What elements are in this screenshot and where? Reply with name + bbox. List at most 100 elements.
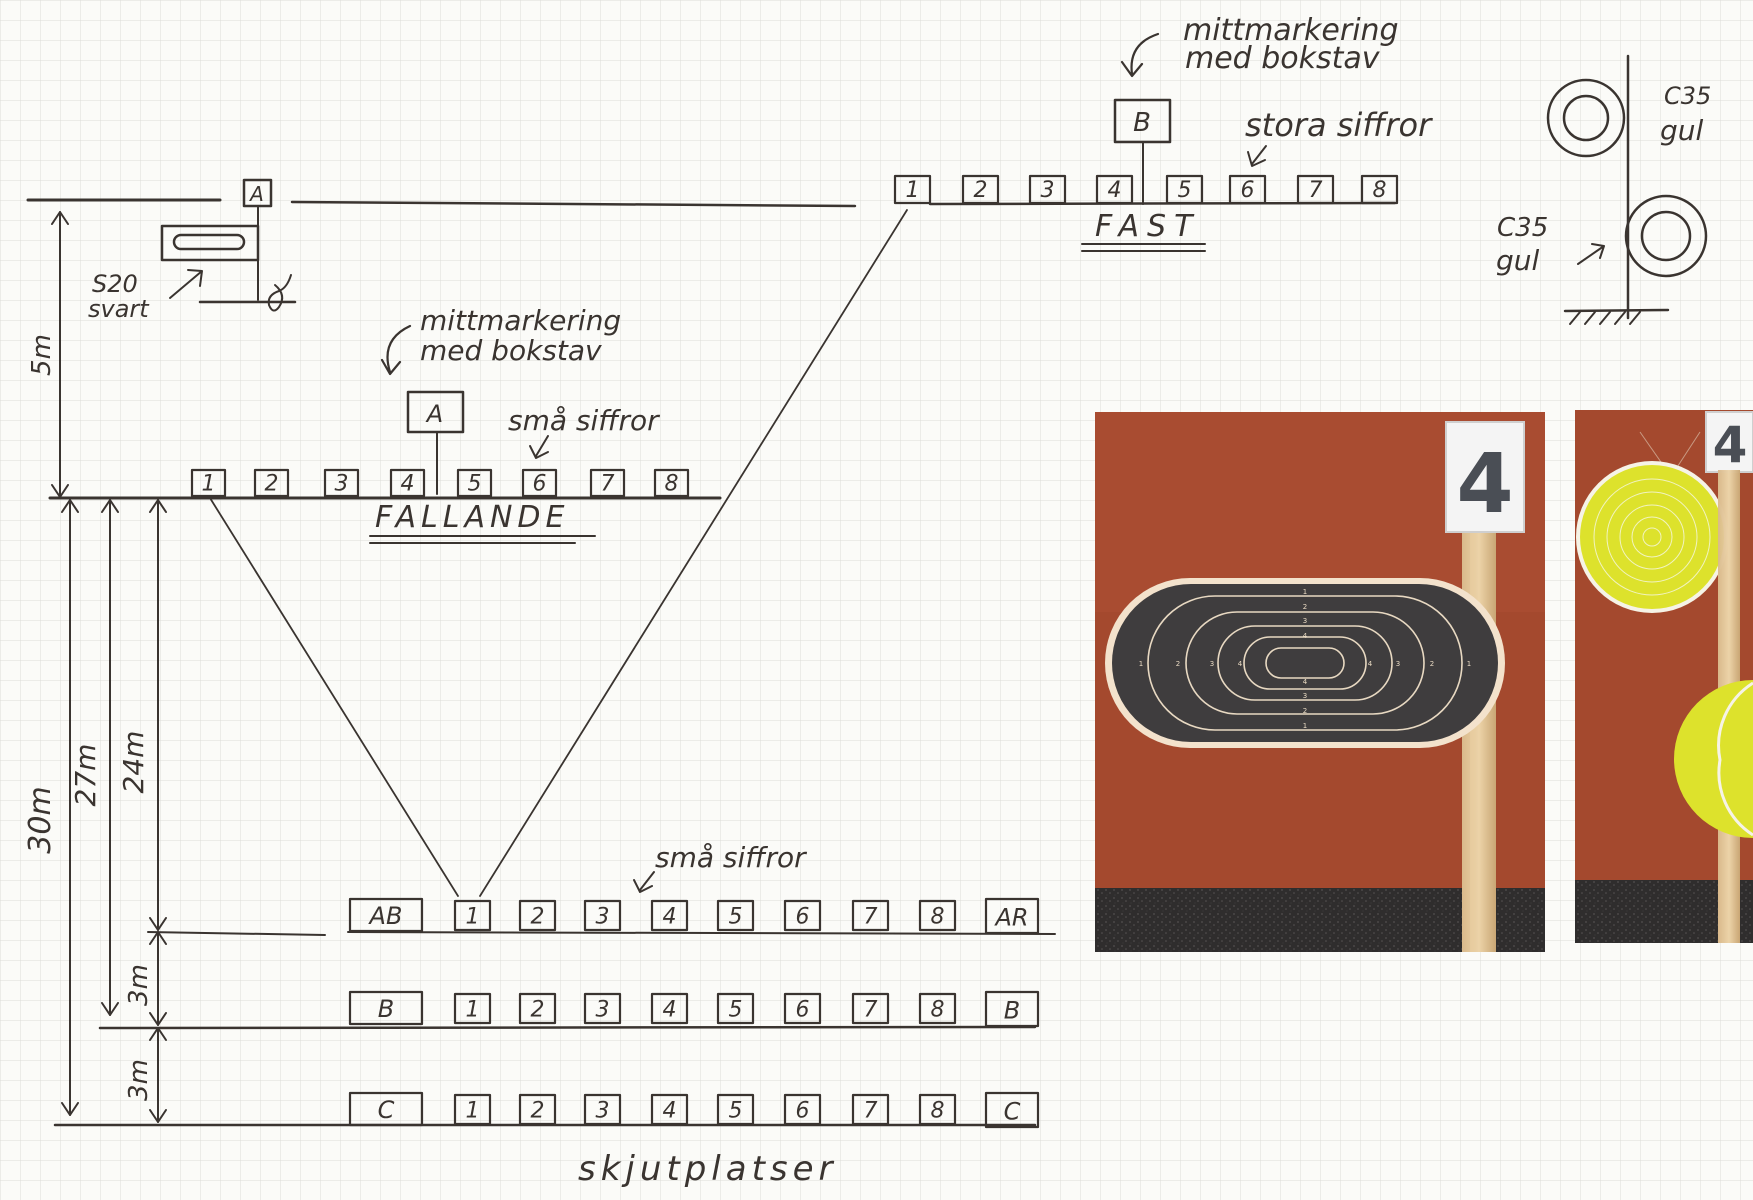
- fast-number-6: 6: [1228, 174, 1267, 205]
- fallande-number-7: 7: [589, 468, 626, 498]
- firing-row-2-pos-6-label: 6: [796, 998, 810, 1023]
- photo1-number-sign: 4: [1456, 437, 1513, 532]
- firing-row-3-pos-1: 1: [453, 1093, 492, 1126]
- sight-lines: [209, 209, 908, 897]
- fallande-number-1-label: 1: [202, 471, 216, 496]
- c35-arrow-icon: [1577, 243, 1605, 265]
- firing-row-2-pos-6: 6: [783, 992, 822, 1025]
- fast-number-4-label: 4: [1108, 178, 1122, 203]
- fallande-number-5-label: 5: [468, 471, 482, 496]
- photo1-ring-number-side: 1: [1467, 660, 1471, 668]
- fast-number-1: 1: [893, 174, 932, 205]
- firing-row-3-start-label: C: [378, 1096, 395, 1124]
- photo1-ring-number-bottom: 2: [1303, 707, 1307, 715]
- fallande-label: FALLANDE: [375, 500, 569, 535]
- photo1-ring-number-bottom: 1: [1303, 722, 1307, 730]
- firing-row-1-pos-2: 2: [518, 899, 557, 932]
- photo1-ring-number-side: 1: [1139, 660, 1143, 668]
- fallande-number-1: 1: [190, 468, 227, 498]
- fast-number-4: 4: [1095, 174, 1134, 205]
- target-b-label: B: [1133, 108, 1151, 138]
- dimension-27m-label: 27m: [69, 744, 102, 807]
- firing-row-3-pos-4-label: 4: [663, 1099, 677, 1124]
- s20-color-label: svart: [88, 295, 150, 323]
- firing-row-2-pos-8: 8: [918, 992, 957, 1025]
- photo1-ring-number-top: 1: [1303, 588, 1307, 596]
- photo2-number-sign: 4: [1713, 416, 1748, 474]
- firing-row-3-pos-8: 8: [918, 1093, 957, 1126]
- mitt-upper-arrow-icon: [1120, 32, 1160, 78]
- firing-row-2-pos-4: 4: [650, 992, 689, 1025]
- firing-row-1-pos-4: 4: [650, 899, 689, 932]
- dimension-24m-label: 24m: [117, 731, 150, 794]
- photo1-ring-number-side: 3: [1396, 660, 1400, 668]
- firing-row-1-pos-3-label: 3: [596, 905, 610, 930]
- firing-row-3-pos-3-label: 3: [596, 1099, 610, 1124]
- fallande-mid-letter: A: [425, 400, 443, 428]
- firing-row-2-pos-4-label: 4: [663, 998, 677, 1023]
- sma-siffror-upper-arrow-icon: [529, 435, 549, 459]
- fallande-number-6: 6: [521, 468, 558, 498]
- firing-row-3-pos-8-label: 8: [931, 1099, 945, 1124]
- firing-row-2-pos-2: 2: [518, 992, 557, 1025]
- s20-label: S20: [92, 270, 138, 298]
- firing-row-2-start: B: [348, 990, 424, 1026]
- mitt-upper-label: mittmarkering: [1183, 13, 1399, 48]
- fast-number-5: 5: [1165, 174, 1204, 205]
- dimension-5m-label: 5m: [27, 334, 57, 376]
- c35-upper-color-label: gul: [1660, 114, 1704, 147]
- firing-row-1-pos-7-label: 7: [864, 905, 878, 930]
- firing-row-2-pos-5: 5: [716, 992, 755, 1025]
- fast-number-8-label: 8: [1373, 178, 1387, 203]
- stora-siffror-label: stora siffror: [1245, 106, 1433, 144]
- firing-row-3-pos-2: 2: [518, 1093, 557, 1126]
- firing-row-3-pos-6-label: 6: [796, 1099, 810, 1124]
- fallande-number-2-label: 2: [265, 471, 279, 496]
- fast-number-5-label: 5: [1178, 178, 1192, 203]
- photo1-ring-number-side: 4: [1238, 660, 1243, 668]
- photo1-ring-number-top: 2: [1303, 603, 1307, 611]
- firing-row-3-start: C: [348, 1091, 424, 1127]
- firing-row-2-start-label: B: [378, 995, 394, 1023]
- mitt-lower-arrow-icon: [380, 324, 412, 376]
- fast-number-2-label: 2: [974, 178, 988, 203]
- firing-row-1-start-label: AB: [368, 902, 403, 930]
- fast-number-3: 3: [1028, 174, 1067, 205]
- firing-row-3-pos-3: 3: [583, 1093, 622, 1126]
- mitt-upper-sub-label: med bokstav: [1185, 41, 1381, 76]
- fast-mid-sign: B: [1113, 98, 1172, 205]
- firing-row-1-pos-8-label: 8: [931, 905, 945, 930]
- c35-stand: [1546, 54, 1708, 325]
- firing-row-3-pos-2-label: 2: [531, 1099, 545, 1124]
- dimension-27m: [101, 499, 119, 1016]
- photo-c35-targets: 4: [1575, 410, 1753, 943]
- firing-row-3-pos-5: 5: [716, 1093, 755, 1126]
- firing-row-1-end: AR: [984, 897, 1040, 935]
- c35-upper-label: C35: [1664, 82, 1711, 110]
- dimension-24m: [149, 499, 167, 931]
- fast-number-7: 7: [1296, 174, 1335, 205]
- fast-label: FAST: [1095, 209, 1200, 244]
- fallande-mid-sign: A: [406, 390, 465, 495]
- c35-lower-color-label: gul: [1496, 244, 1540, 277]
- photo1-ring-number-side: 3: [1210, 660, 1214, 668]
- s20-arrow-icon: [169, 269, 203, 299]
- firing-row-1-pos-4-label: 4: [663, 905, 677, 930]
- firing-row-2-pos-8-label: 8: [931, 998, 945, 1023]
- skjutplatser-label: skjutplatser: [578, 1149, 838, 1189]
- firing-row-2-end-label: B: [1004, 997, 1020, 1025]
- firing-row-3-pos-6: 6: [783, 1093, 822, 1126]
- photo1-ring-number-bottom: 4: [1303, 678, 1308, 686]
- firing-row-3-end-label: C: [1004, 1098, 1021, 1126]
- stora-siffror-arrow-icon: [1247, 145, 1267, 167]
- photo1-ring-number-side: 2: [1430, 660, 1434, 668]
- firing-row-1-end-label: AR: [993, 904, 1028, 932]
- dimension-3m-upper-label: 3m: [124, 964, 154, 1006]
- photo1-ring-number-top: 4: [1303, 632, 1308, 640]
- firing-row-2-pos-2-label: 2: [531, 998, 545, 1023]
- target-a-label: A: [248, 182, 264, 206]
